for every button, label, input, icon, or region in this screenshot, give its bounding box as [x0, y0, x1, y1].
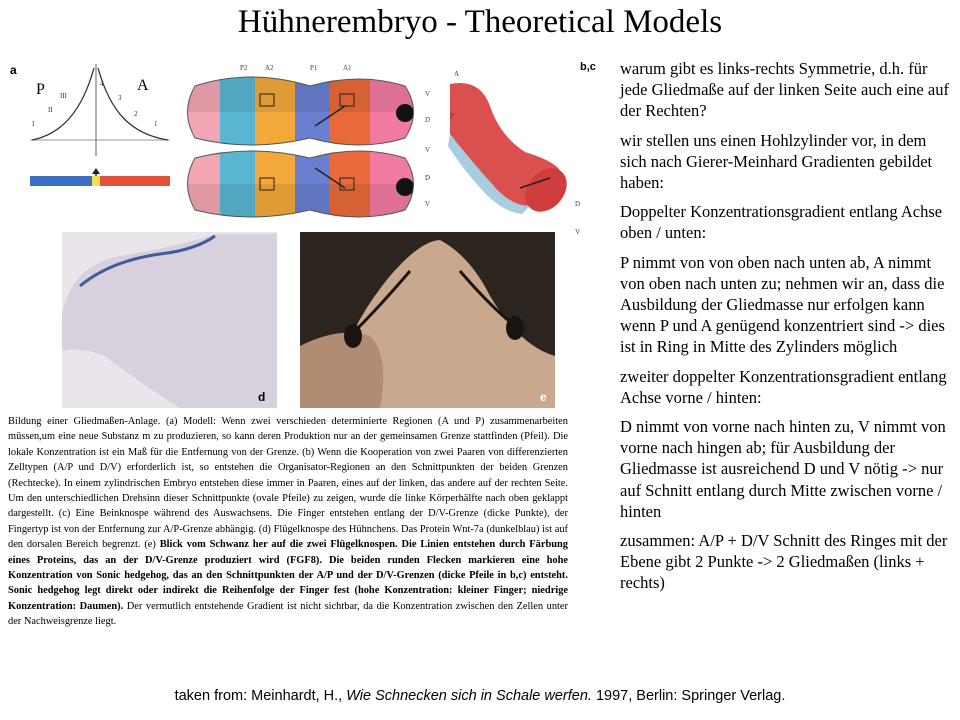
embryo-body — [330, 240, 555, 408]
thick-arrow-c — [519, 177, 551, 189]
label-p2: P2 — [240, 64, 248, 72]
explanation-text: warum gibt es links-rechts Symmetrie, d.… — [620, 58, 956, 602]
wing-bud-section — [62, 234, 277, 408]
tick-3: 3 — [118, 94, 122, 102]
page-title: Hühnerembryo - Theoretical Models — [237, 4, 723, 40]
credit-prefix: taken from: Meinhardt, H., — [174, 688, 347, 704]
panel-label-bc: b,c — [580, 61, 596, 73]
figure: a P A I II III 4 3 2 1 P2 A2 P1 A1 — [10, 61, 596, 408]
tick-2: 2 — [134, 110, 138, 118]
label-v3: V — [425, 200, 430, 208]
label-v2: V — [425, 146, 430, 154]
panel-b-side-labels: V D V D V — [425, 90, 430, 208]
curve-right — [97, 67, 169, 141]
label-d1: D — [425, 116, 430, 124]
label-a: A — [137, 77, 149, 94]
panel-c: b,c A P D V — [448, 61, 596, 236]
panel-b-top-labels: P2 A2 P1 A1 — [240, 64, 352, 72]
wnt7a-stain — [79, 234, 216, 288]
arrow-head — [92, 168, 100, 174]
panel-label-d: d — [258, 390, 265, 404]
thick-arrow-2 — [314, 167, 346, 189]
caption-text-2: Der vermutlich entstehende Gradient ist … — [8, 600, 568, 628]
panel-label-a: a — [10, 63, 17, 77]
paragraph-2: wir stellen uns einen Hohlzylinder vor, … — [620, 130, 933, 193]
organizer-rect-1 — [259, 93, 275, 107]
tick-I: I — [32, 120, 35, 128]
caption-bold: Blick vom Schwanz her auf die zwei Flüge… — [8, 539, 568, 612]
label-p1: P1 — [310, 64, 318, 72]
shh-spot-right — [506, 316, 524, 340]
bar-a-red — [100, 176, 170, 186]
tick-III: III — [60, 92, 68, 100]
credit-book-title: Wie Schnecken sich in Schale werfen. — [346, 688, 592, 704]
organizer-rect-3 — [259, 177, 275, 191]
limb-bud-bottom — [448, 134, 530, 214]
label-a1: A1 — [343, 64, 352, 72]
organizer-rect-2 — [339, 93, 355, 107]
paragraph-6: D nimmt von vorne nach hinten zu, V nimm… — [620, 417, 946, 521]
label-d2: D — [425, 174, 430, 182]
label-c-p: P — [450, 112, 454, 120]
paragraph-4: P nimmt von von oben nach unten ab, A ni… — [620, 252, 945, 357]
paragraph-3: Doppelter Konzentrationsgradient entlang… — [620, 202, 943, 243]
paragraph-1: warum gibt es links-rechts Symmetrie, d.… — [620, 59, 949, 121]
label-c-d: D — [575, 200, 580, 208]
tick-II: II — [48, 106, 53, 114]
limb-bud-tip — [525, 168, 567, 212]
thick-arrow-1 — [314, 105, 346, 127]
bar-p-blue — [30, 176, 92, 186]
tick-1: 1 — [154, 120, 158, 128]
label-c-a: A — [454, 70, 459, 78]
paragraph-5: zweiter doppelter Konzentrationsgradient… — [620, 366, 947, 407]
credit-suffix: 1997, Berlin: Springer Verlag. — [591, 688, 786, 704]
panel-b: P2 A2 P1 A1 — [187, 64, 430, 218]
caption-text-1: Bildung einer Gliedmaßen-Anlage. (a) Mod… — [8, 416, 568, 551]
label-v1: V — [425, 90, 430, 98]
fgf8-line-left — [353, 270, 412, 333]
label-p: P — [36, 81, 45, 98]
curve-left — [31, 67, 95, 141]
figure-caption: Bildung einer Gliedmaßen-Anlage. (a) Mod… — [8, 414, 568, 630]
label-a2: A2 — [265, 64, 274, 72]
panel-d-photo: d — [62, 232, 277, 408]
panel-label-e: e — [540, 390, 547, 404]
tick-4: 4 — [100, 80, 104, 88]
curve-tick-labels: I II III 4 3 2 1 — [32, 80, 158, 128]
embryo-upper-outline — [187, 76, 414, 146]
panel-c-labels: A P D V — [450, 70, 580, 236]
limb-bud-top — [450, 82, 562, 206]
bar-boundary-yellow — [92, 176, 100, 186]
embryo-lower-outline — [187, 150, 414, 218]
label-c-v: V — [575, 228, 580, 236]
paragraph-7: zusammen: A/P + D/V Schnitt des Ringes m… — [620, 531, 948, 593]
shh-spot-left — [344, 324, 362, 348]
panel-e-photo: e — [300, 232, 555, 408]
source-credit: taken from: Meinhardt, H., Wie Schnecken… — [0, 688, 960, 704]
